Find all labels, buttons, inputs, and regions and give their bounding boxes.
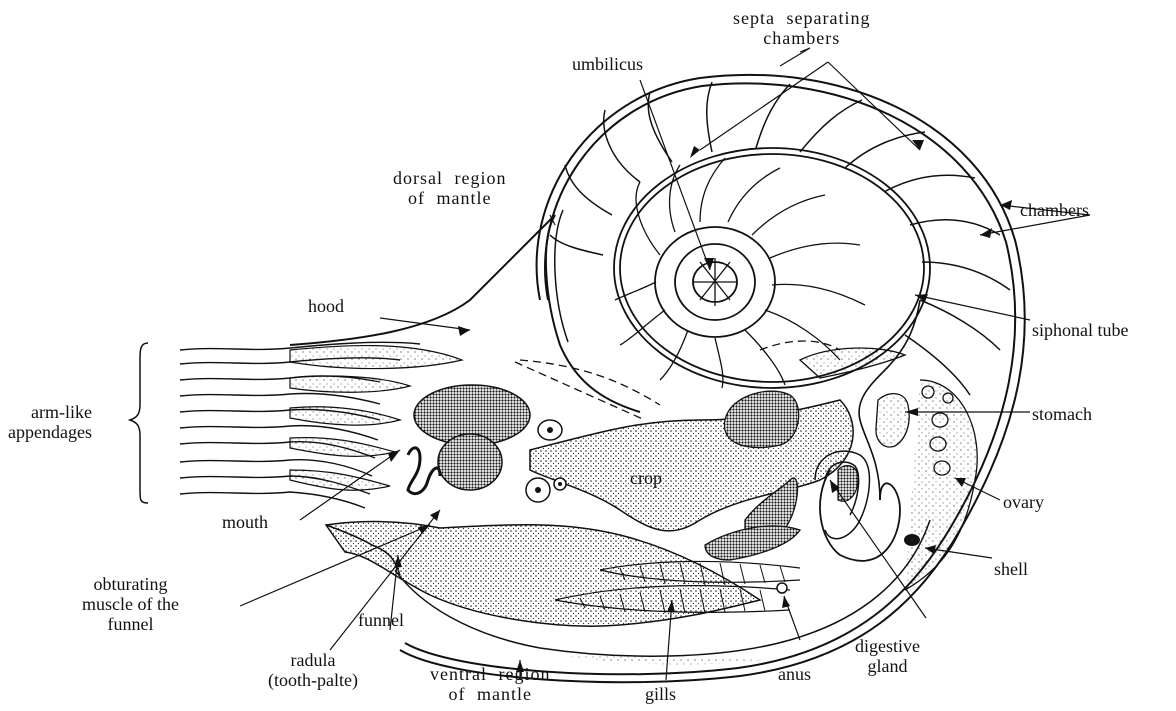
anus-marker bbox=[777, 583, 787, 593]
label-gills: gills bbox=[645, 684, 676, 704]
label-hood: hood bbox=[308, 296, 344, 316]
crop bbox=[530, 400, 853, 531]
dense-organ-4 bbox=[705, 526, 800, 560]
label-obturating: obturating muscle of the funnel bbox=[82, 574, 179, 634]
label-ventral: ventral region of mantle bbox=[430, 664, 550, 704]
label-radula-line1: radula bbox=[268, 650, 358, 670]
arm-brace bbox=[130, 343, 148, 503]
label-radula: radula (tooth-palte) bbox=[268, 650, 358, 690]
dense-organ-2 bbox=[800, 348, 905, 378]
label-ovary: ovary bbox=[1003, 492, 1044, 512]
label-anus: anus bbox=[778, 664, 811, 684]
label-umbilicus: umbilicus bbox=[572, 54, 643, 74]
label-dorsal-line2: of mantle bbox=[393, 188, 506, 208]
label-digestive-gland: digestive gland bbox=[855, 636, 920, 676]
label-crop: crop bbox=[630, 468, 662, 488]
label-arm-like: arm-like appendages bbox=[8, 402, 92, 442]
label-dorsal: dorsal region of mantle bbox=[393, 168, 506, 208]
label-shell: shell bbox=[994, 559, 1028, 579]
label-funnel: funnel bbox=[358, 610, 404, 630]
label-arm-like-line2: appendages bbox=[8, 422, 92, 442]
label-obturating-line1: obturating bbox=[82, 574, 179, 594]
label-siphonal-tube: siphonal tube bbox=[1032, 320, 1129, 340]
label-arm-like-line1: arm-like bbox=[8, 402, 92, 422]
label-dorsal-line1: dorsal region bbox=[393, 168, 506, 188]
label-obturating-line3: funnel bbox=[82, 614, 179, 634]
dense-organ-1 bbox=[724, 391, 798, 447]
label-ventral-line1: ventral region bbox=[430, 664, 550, 684]
stomach-organ bbox=[876, 394, 909, 447]
label-obturating-line2: muscle of the bbox=[82, 594, 179, 614]
label-digestive-line2: gland bbox=[855, 656, 920, 676]
hood bbox=[290, 215, 555, 345]
label-digestive-line1: digestive bbox=[855, 636, 920, 656]
label-septa-line2: chambers bbox=[733, 28, 870, 48]
radula bbox=[408, 448, 440, 494]
label-stomach: stomach bbox=[1032, 404, 1092, 424]
label-chambers: chambers bbox=[1020, 200, 1089, 220]
label-septa-line1: septa separating bbox=[733, 8, 870, 28]
label-mouth: mouth bbox=[222, 512, 268, 532]
label-ventral-line2: of mantle bbox=[430, 684, 550, 704]
label-radula-line2: (tooth-palte) bbox=[268, 670, 358, 690]
label-septa: septa separating chambers bbox=[733, 8, 870, 48]
